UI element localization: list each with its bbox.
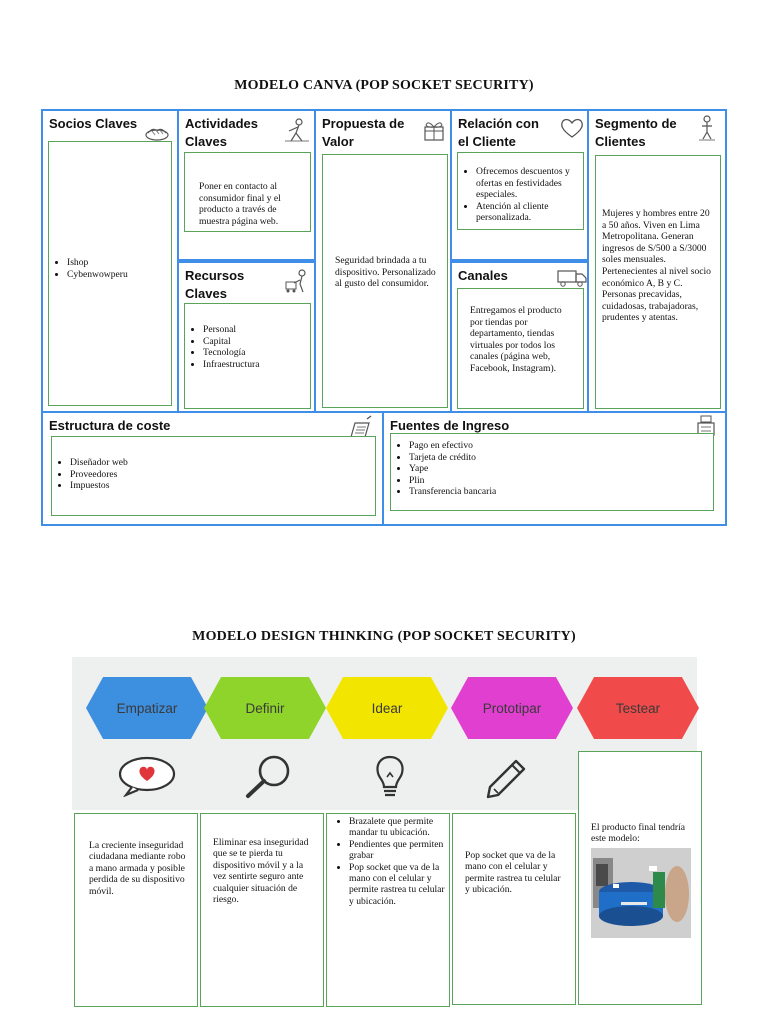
recursos-title: Recursos Claves (185, 267, 244, 303)
list-item: Plin (409, 475, 713, 487)
relacion-list: Ofrecemos descuentos y ofertas en festiv… (458, 166, 583, 224)
list-item: Pendientes que permiten grabar (349, 839, 449, 862)
list-item: Infraestructura (203, 359, 310, 371)
fuentes-section: Fuentes de Ingreso Pago en efectivo Tarj… (382, 411, 727, 526)
estructura-box: Diseñador web Proveedores Impuestos (51, 436, 376, 516)
socios-title: Socios Claves (49, 115, 137, 133)
empatizar-box: La creciente inseguridad ciudadana media… (74, 813, 198, 1007)
speech-heart-icon (116, 755, 178, 797)
propuesta-section: Propuesta de Valor Seguridad brindada a … (314, 109, 452, 413)
definir-box: Eliminar esa inseguridad que se te pierd… (200, 813, 324, 1007)
person-icon (693, 115, 721, 141)
segmento-text: Mujeres y hombres entre 20 a 50 años. Vi… (602, 208, 714, 324)
actividades-section: Actividades Claves Poner en contacto al … (177, 109, 316, 261)
relacion-box: Ofrecemos descuentos y ofertas en festiv… (457, 152, 584, 230)
canales-title: Canales (458, 267, 508, 285)
list-item: Impuestos (70, 480, 375, 492)
propuesta-title: Propuesta de Valor (322, 115, 404, 151)
canvas-board: Socios Claves Ishop Cybenwowperu Activid… (41, 109, 727, 526)
segmento-section: Segmento de Clientes Mujeres y hombres e… (587, 109, 727, 413)
definir-text: Eliminar esa inseguridad que se te pierd… (213, 837, 315, 905)
propuesta-text: Seguridad brindada a tu dispositivo. Per… (335, 255, 439, 290)
recursos-list: Personal Capital Tecnología Infraestruct… (185, 324, 310, 370)
estructura-list: Diseñador web Proveedores Impuestos (52, 457, 375, 492)
recursos-box: Personal Capital Tecnología Infraestruct… (184, 303, 311, 409)
stage-empatizar: Empatizar (86, 677, 208, 739)
estructura-title: Estructura de coste (49, 417, 170, 435)
estructura-section: Estructura de coste Diseñador web Provee… (41, 411, 384, 526)
canales-box: Entregamos el producto por tiendas por d… (457, 288, 584, 409)
list-item: Tecnología (203, 347, 310, 359)
propuesta-box: Seguridad brindada a tu dispositivo. Per… (322, 154, 448, 408)
stage-prototipar: Prototipar (451, 677, 573, 739)
testear-text: El producto final tendría este modelo: (591, 822, 695, 845)
list-item: Atención al cliente personalizada. (476, 201, 583, 224)
actividades-text: Poner en contacto al consumidor final y … (199, 181, 302, 227)
list-item: Pago en efectivo (409, 440, 713, 452)
idear-list: Brazalete que permite mandar tu ubicació… (327, 816, 449, 907)
testear-box: El producto final tendría este modelo: (578, 751, 702, 1005)
gift-icon (420, 117, 448, 143)
socios-list: Ishop Cybenwowperu (49, 257, 171, 280)
fuentes-box: Pago en efectivo Tarjeta de crédito Yape… (390, 433, 714, 511)
fuentes-list: Pago en efectivo Tarjeta de crédito Yape… (391, 440, 713, 498)
heart-icon (558, 115, 586, 141)
list-item: Personal (203, 324, 310, 336)
list-item: Yape (409, 463, 713, 475)
list-item: Proveedores (70, 469, 375, 481)
relacion-section: Relación con el Cliente Ofrecemos descue… (450, 109, 589, 261)
product-photo (591, 848, 691, 938)
list-item: Ishop (67, 257, 171, 269)
lightbulb-icon (370, 753, 410, 801)
socios-section: Socios Claves Ishop Cybenwowperu (41, 109, 179, 413)
cart-worker-icon (283, 269, 311, 295)
canva-title: MODELO CANVA (POP SOCKET SECURITY) (0, 78, 768, 94)
pencil-icon (480, 753, 534, 799)
empatizar-text: La creciente inseguridad ciudadana media… (89, 840, 189, 897)
segmento-title: Segmento de Clientes (595, 115, 677, 151)
list-item: Diseñador web (70, 457, 375, 469)
canales-text: Entregamos el producto por tiendas por d… (470, 305, 575, 375)
segmento-box: Mujeres y hombres entre 20 a 50 años. Vi… (595, 155, 721, 409)
canales-section: Canales Entregamos el producto por tiend… (450, 261, 589, 413)
prototipar-box: Pop socket que va de la mano con el celu… (452, 813, 576, 1005)
list-item: Capital (203, 336, 310, 348)
stage-definir: Definir (204, 677, 326, 739)
list-item: Pop socket que va de la mano con el celu… (349, 862, 449, 908)
magnifier-icon (242, 753, 296, 801)
stage-idear: Idear (326, 677, 448, 739)
list-item: Tarjeta de crédito (409, 452, 713, 464)
list-item: Transferencia bancaria (409, 486, 713, 498)
design-title: MODELO DESIGN THINKING (POP SOCKET SECUR… (0, 629, 768, 645)
recursos-section: Recursos Claves Personal Capital Tecnolo… (177, 261, 316, 413)
list-item: Ofrecemos descuentos y ofertas en festiv… (476, 166, 583, 201)
idear-box: Brazalete que permite mandar tu ubicació… (326, 813, 450, 1007)
worker-icon (283, 117, 311, 143)
prototipar-text: Pop socket que va de la mano con el celu… (465, 850, 567, 896)
relacion-title: Relación con el Cliente (458, 115, 539, 151)
actividades-title: Actividades Claves (185, 115, 258, 151)
list-item: Brazalete que permite mandar tu ubicació… (349, 816, 449, 839)
socios-box: Ishop Cybenwowperu (48, 141, 172, 406)
list-item: Cybenwowperu (67, 269, 171, 281)
stage-testear: Testear (577, 677, 699, 739)
actividades-box: Poner en contacto al consumidor final y … (184, 152, 311, 232)
